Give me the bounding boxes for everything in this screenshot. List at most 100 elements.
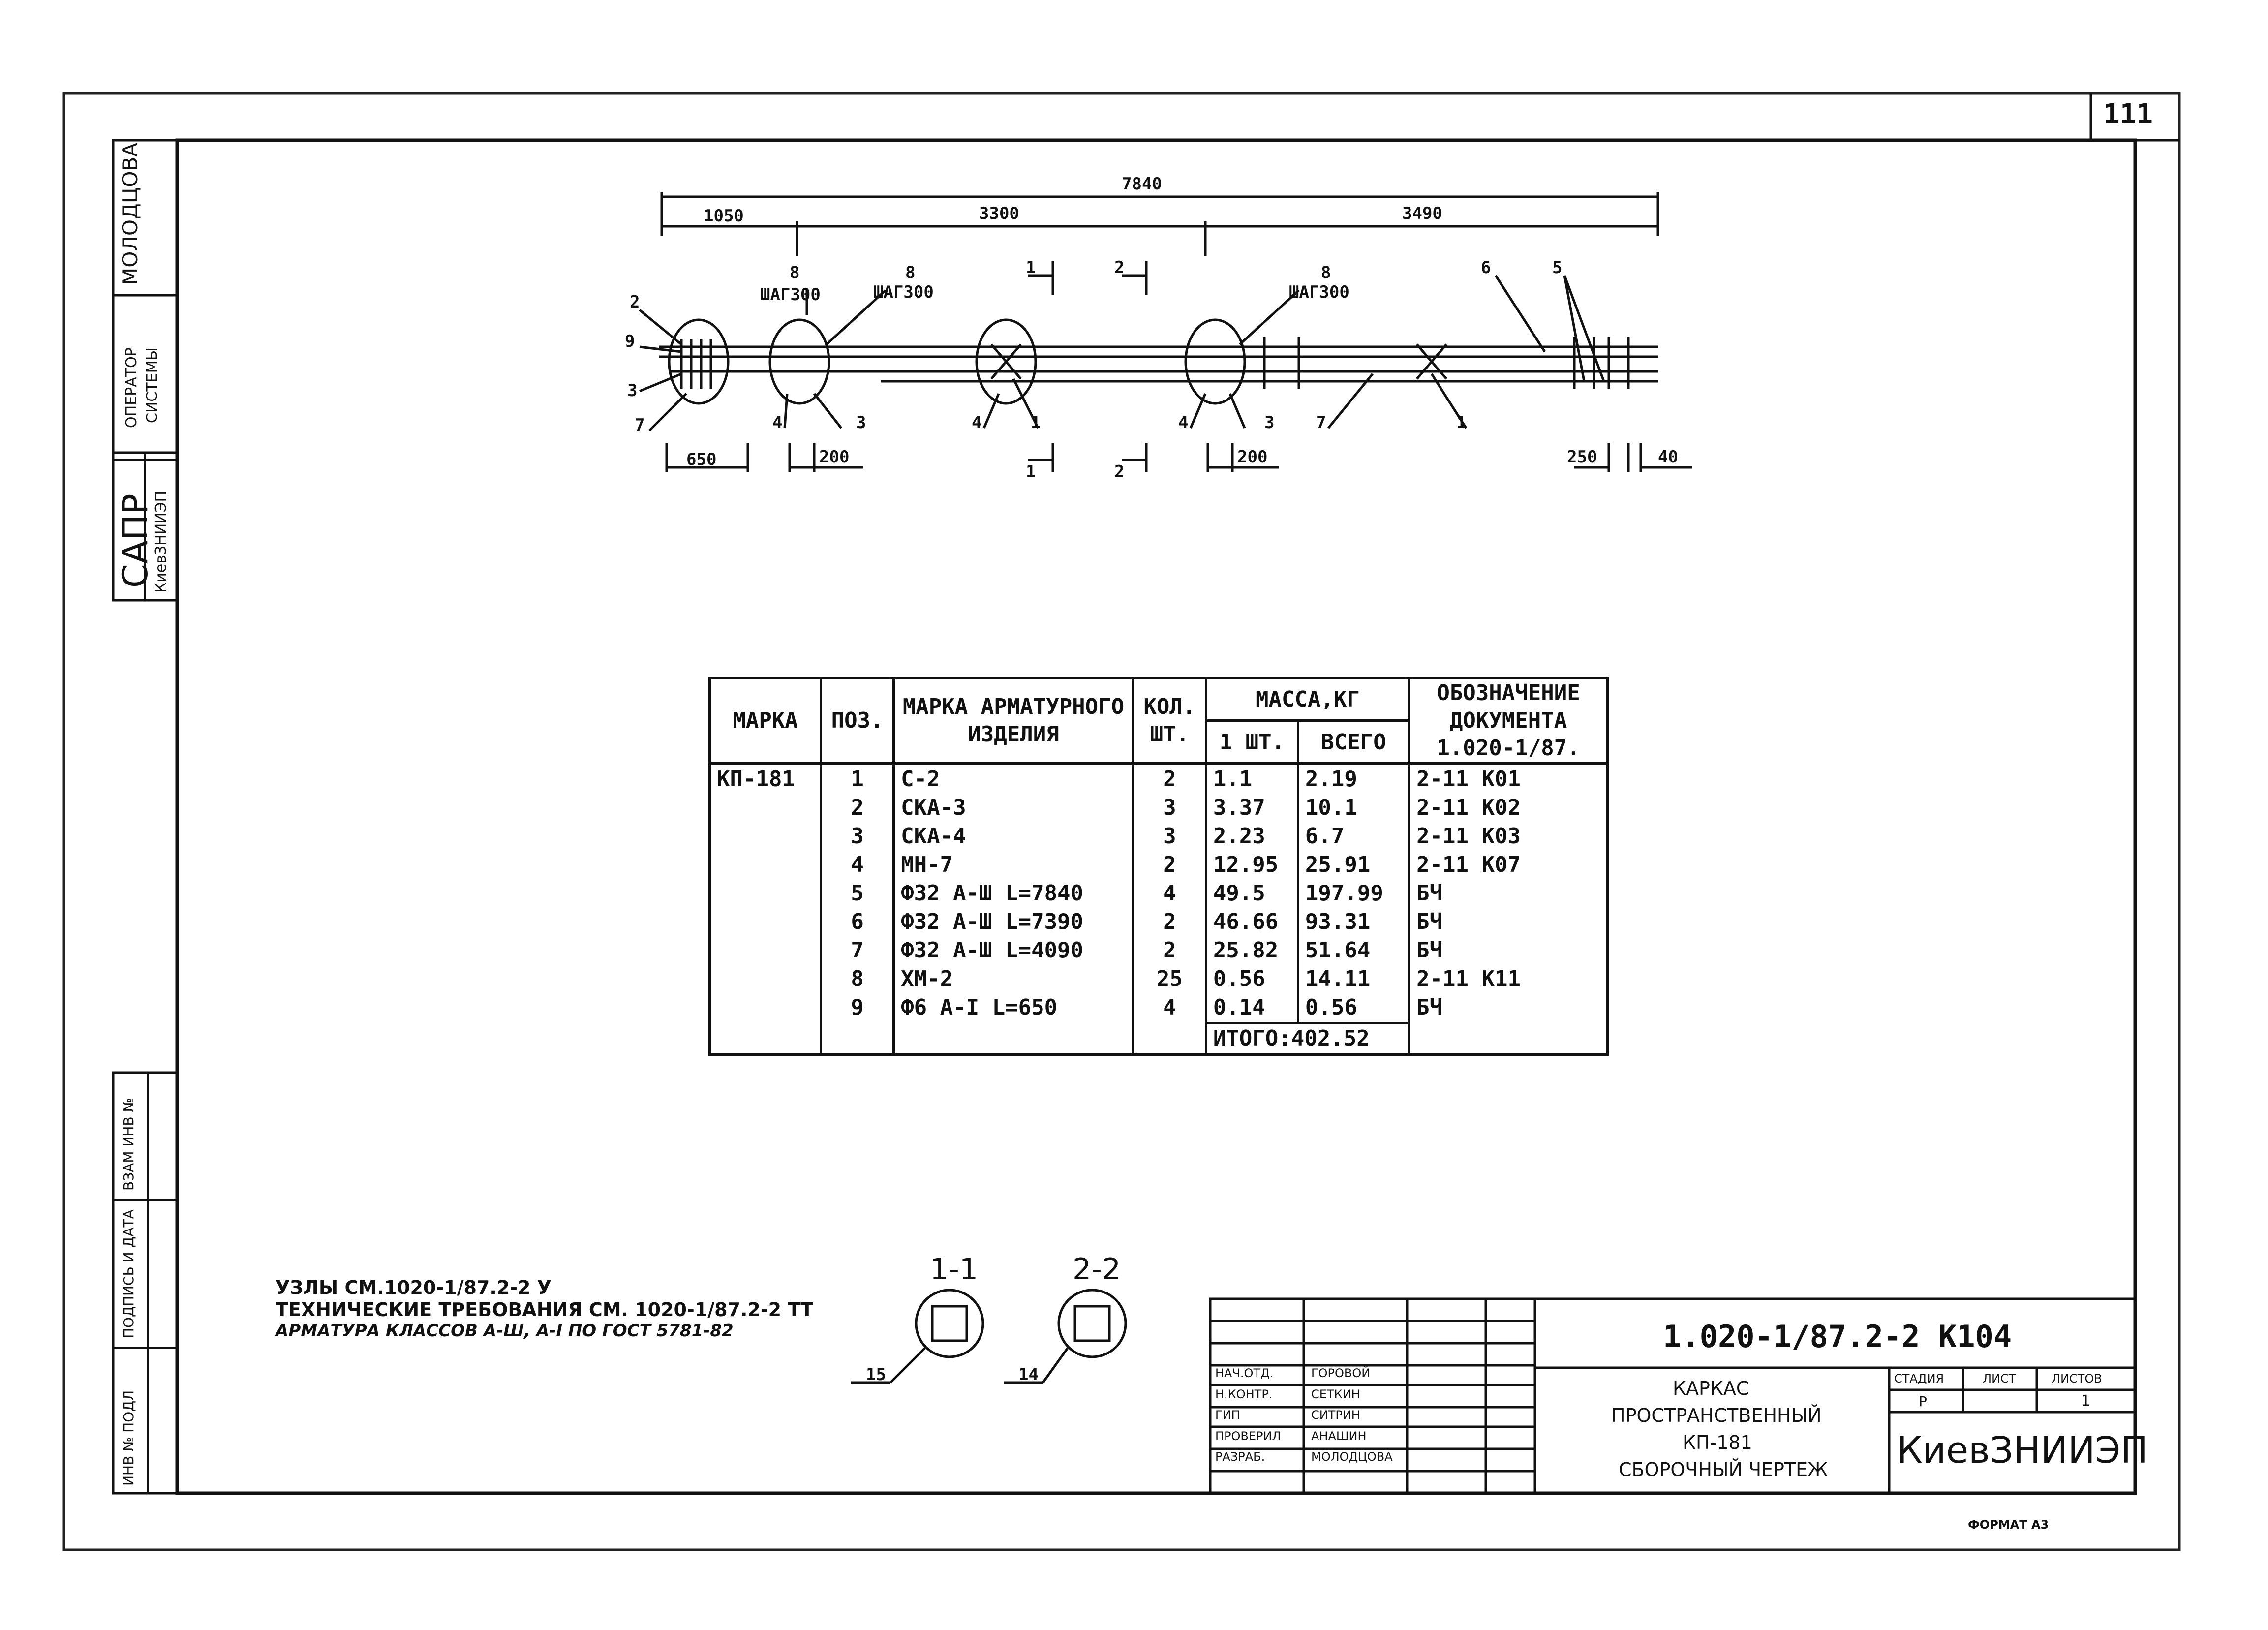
cell-total: 2.19 <box>1296 764 1411 794</box>
cell-empty <box>708 1023 823 1056</box>
cell-total: 93.31 <box>1296 908 1411 936</box>
pos-label-9: 9 <box>625 332 635 351</box>
pos-label-1b: 1 <box>1456 413 1466 432</box>
pos-label-6: 6 <box>1481 258 1491 277</box>
cell-qty: 2 <box>1132 936 1207 965</box>
dim-total: 7840 <box>1122 174 1162 194</box>
role-person-name: ГОРОВОЙ <box>1311 1366 1371 1380</box>
specification-table: МАРКА ПОЗ. МАРКА АРМАТУРНОГО ИЗДЕЛИЯ КОЛ… <box>708 677 1609 1056</box>
cell-item: Ф32 А-Ш L=7390 <box>892 908 1134 936</box>
cell-total: 25.91 <box>1296 851 1411 879</box>
pos-label-4c: 4 <box>1178 413 1188 432</box>
header-mass-total: ВСЕГО <box>1296 719 1411 765</box>
cell-item: Ф6 А-I L=650 <box>892 993 1134 1023</box>
table-total-row: ИТОГО:402.52 <box>708 1022 1609 1056</box>
cell-doc: БЧ <box>1408 993 1609 1023</box>
dim-250: 250 <box>1567 447 1597 467</box>
cell-qty: 4 <box>1132 879 1207 908</box>
cell-qty: 2 <box>1132 851 1207 879</box>
cell-pos: 7 <box>820 936 895 965</box>
cell-qty: 3 <box>1132 822 1207 851</box>
cell-pos: 3 <box>820 822 895 851</box>
cell-mark <box>708 936 823 965</box>
pos-label-4b: 4 <box>972 413 981 432</box>
section-2-label: 2-2 <box>1073 1252 1121 1287</box>
cell-pos: 1 <box>820 764 895 794</box>
cell-total: 197.99 <box>1296 879 1411 908</box>
section-1-label: 1-1 <box>930 1252 978 1287</box>
header-mark: МАРКА <box>708 677 823 765</box>
dim-200-a: 200 <box>819 447 849 467</box>
role-title: РАЗРАБ. <box>1215 1450 1265 1464</box>
role-person-name: МОЛОДЦОВА <box>1311 1450 1393 1464</box>
cell-item: СКА-4 <box>892 822 1134 851</box>
cell-pos: 6 <box>820 908 895 936</box>
cell-one: 0.14 <box>1204 993 1299 1023</box>
cell-one: 3.37 <box>1204 794 1299 822</box>
cell-item: Ф32 А-Ш L=7840 <box>892 879 1134 908</box>
cell-empty <box>1132 1023 1207 1056</box>
dim-40: 40 <box>1658 447 1678 467</box>
dim-650: 650 <box>686 450 716 469</box>
header-pos: ПОЗ. <box>820 677 895 765</box>
cell-mark <box>708 822 823 851</box>
header-mass-one: 1 ШТ. <box>1204 719 1299 765</box>
pos-label-2: 2 <box>630 292 640 312</box>
note-reinforcement-class: АРМАТУРА КЛАССОВ А-Ш, А-I ПО ГОСТ 5781-8… <box>276 1321 734 1341</box>
header-doc: ОБОЗНАЧЕНИЕ ДОКУМЕНТА 1.020-1/87. <box>1408 677 1609 765</box>
cell-total: 51.64 <box>1296 936 1411 965</box>
note-nodes: УЗЛЫ СМ.1020-1/87.2-2 У <box>276 1277 552 1298</box>
step-3-label: ШАГ300 <box>1289 282 1349 302</box>
header-qty: КОЛ. ШТ. <box>1132 677 1207 765</box>
cell-qty: 2 <box>1132 764 1207 794</box>
cell-one: 0.56 <box>1204 965 1299 993</box>
header-mass: МАССА,КГ <box>1204 677 1411 722</box>
cell-pos: 4 <box>820 851 895 879</box>
cell-doc: 2-11 К11 <box>1408 965 1609 993</box>
cell-doc: 2-11 К02 <box>1408 794 1609 822</box>
step-1-label: ШАГ300 <box>760 285 821 305</box>
cell-total: 6.7 <box>1296 822 1411 851</box>
cell-empty <box>892 1023 1134 1056</box>
sheets-value: 1 <box>2081 1392 2091 1410</box>
cell-qty: 2 <box>1132 908 1207 936</box>
cut-2-top: 2 <box>1114 258 1124 277</box>
section-1-pos: 15 <box>866 1365 886 1384</box>
cell-doc: 2-11 К01 <box>1408 764 1609 794</box>
title-line-2: ПРОСТРАНСТВЕННЫЙ <box>1611 1405 1822 1426</box>
dim-3490: 3490 <box>1402 204 1442 223</box>
title-line-3: КП-181 <box>1683 1432 1752 1453</box>
cell-doc: 2-11 К03 <box>1408 822 1609 851</box>
cut-2-bottom: 2 <box>1114 462 1124 482</box>
sheets-label: ЛИСТОВ <box>2052 1372 2102 1385</box>
cell-one: 1.1 <box>1204 764 1299 794</box>
cell-mark <box>708 851 823 879</box>
section-2-pos: 14 <box>1018 1365 1039 1384</box>
cell-mark <box>708 965 823 993</box>
cell-pos: 8 <box>820 965 895 993</box>
title-line-1: КАРКАС <box>1673 1378 1749 1399</box>
cell-doc: БЧ <box>1408 879 1609 908</box>
cell-one: 12.95 <box>1204 851 1299 879</box>
role-person-name: СИТРИН <box>1311 1408 1360 1422</box>
dim-200-b: 200 <box>1237 447 1267 467</box>
cell-item: СКА-3 <box>892 794 1134 822</box>
format-label: ФОРМАТ А3 <box>1968 1518 2049 1532</box>
cell-empty <box>820 1023 895 1056</box>
role-person-name: СЕТКИН <box>1311 1387 1360 1401</box>
pos-label-3c: 3 <box>1264 413 1274 432</box>
total-mass: ИТОГО:402.52 <box>1204 1022 1411 1056</box>
pos-label-1a: 1 <box>1031 413 1041 432</box>
cut-1-bottom: 1 <box>1026 462 1036 482</box>
pos-label-7a: 7 <box>635 415 644 435</box>
cell-one: 2.23 <box>1204 822 1299 851</box>
